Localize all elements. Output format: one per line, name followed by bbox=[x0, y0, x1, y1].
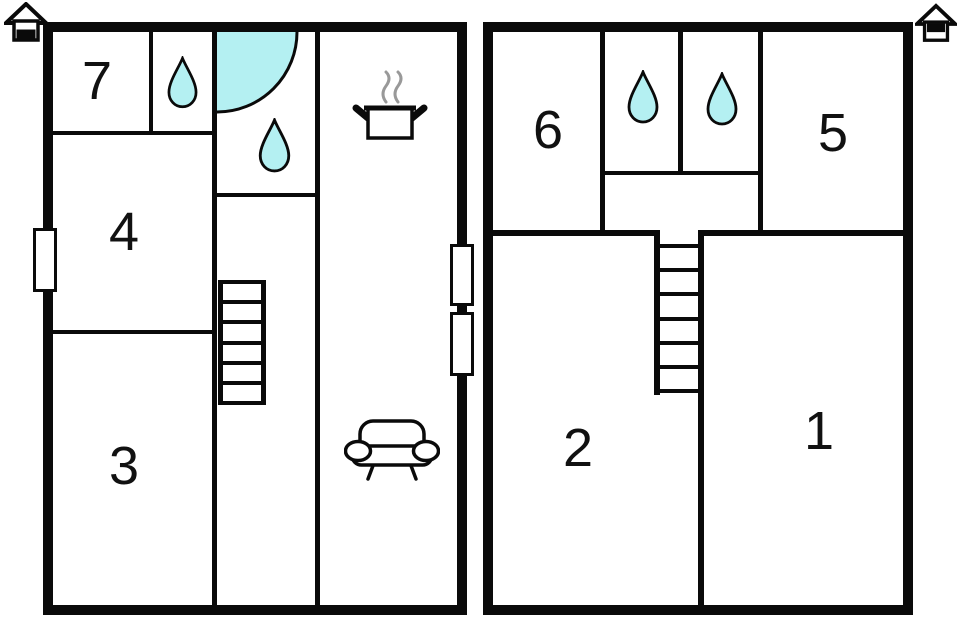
stair-step bbox=[660, 316, 698, 341]
room-label-7: 7 bbox=[81, 51, 113, 111]
sofa-icon bbox=[344, 418, 440, 482]
window-marker bbox=[450, 244, 474, 306]
wall bbox=[315, 32, 320, 605]
wall bbox=[217, 193, 320, 197]
stair-step bbox=[660, 268, 698, 292]
wall bbox=[654, 230, 660, 395]
window-marker bbox=[450, 312, 474, 376]
stair-step bbox=[223, 340, 261, 361]
house-ground-floor-icon bbox=[4, 2, 48, 44]
room-label-4: 4 bbox=[108, 202, 140, 262]
stair-step bbox=[660, 244, 698, 268]
wall bbox=[483, 22, 493, 615]
shower-corner-icon bbox=[217, 32, 301, 116]
room-label-3: 3 bbox=[108, 436, 140, 496]
wall bbox=[483, 605, 913, 615]
house-upper-floor-icon bbox=[915, 3, 957, 45]
stair-step bbox=[223, 300, 261, 320]
wall bbox=[903, 22, 913, 615]
wall bbox=[43, 22, 467, 32]
room-label-6: 6 bbox=[532, 100, 564, 160]
wall bbox=[758, 32, 763, 236]
wall bbox=[53, 330, 212, 334]
stair-step bbox=[660, 364, 698, 389]
wall bbox=[149, 32, 153, 135]
wall bbox=[483, 22, 913, 32]
water-drop-icon bbox=[627, 70, 659, 124]
window-marker bbox=[33, 228, 57, 292]
water-drop-icon bbox=[706, 72, 738, 126]
stair-step bbox=[223, 284, 261, 300]
water-drop-icon bbox=[167, 56, 198, 109]
staircase bbox=[218, 280, 266, 405]
stair-step bbox=[660, 340, 698, 365]
wall bbox=[704, 230, 903, 236]
water-drop-icon bbox=[258, 118, 291, 173]
wall bbox=[53, 131, 217, 135]
staircase bbox=[660, 236, 698, 393]
stove-pot-icon bbox=[350, 66, 428, 142]
stair-step bbox=[660, 292, 698, 316]
wall bbox=[43, 22, 53, 615]
wall bbox=[43, 605, 467, 615]
stair-step bbox=[223, 320, 261, 340]
wall bbox=[600, 32, 605, 236]
stair-step bbox=[223, 380, 261, 401]
room-label-2: 2 bbox=[562, 418, 594, 478]
wall bbox=[493, 230, 654, 236]
wall bbox=[678, 32, 683, 173]
room-label-1: 1 bbox=[803, 401, 835, 461]
wall bbox=[600, 171, 763, 175]
stair-step bbox=[223, 360, 261, 381]
room-label-5: 5 bbox=[817, 103, 849, 163]
wall bbox=[212, 32, 217, 605]
wall bbox=[698, 230, 704, 605]
